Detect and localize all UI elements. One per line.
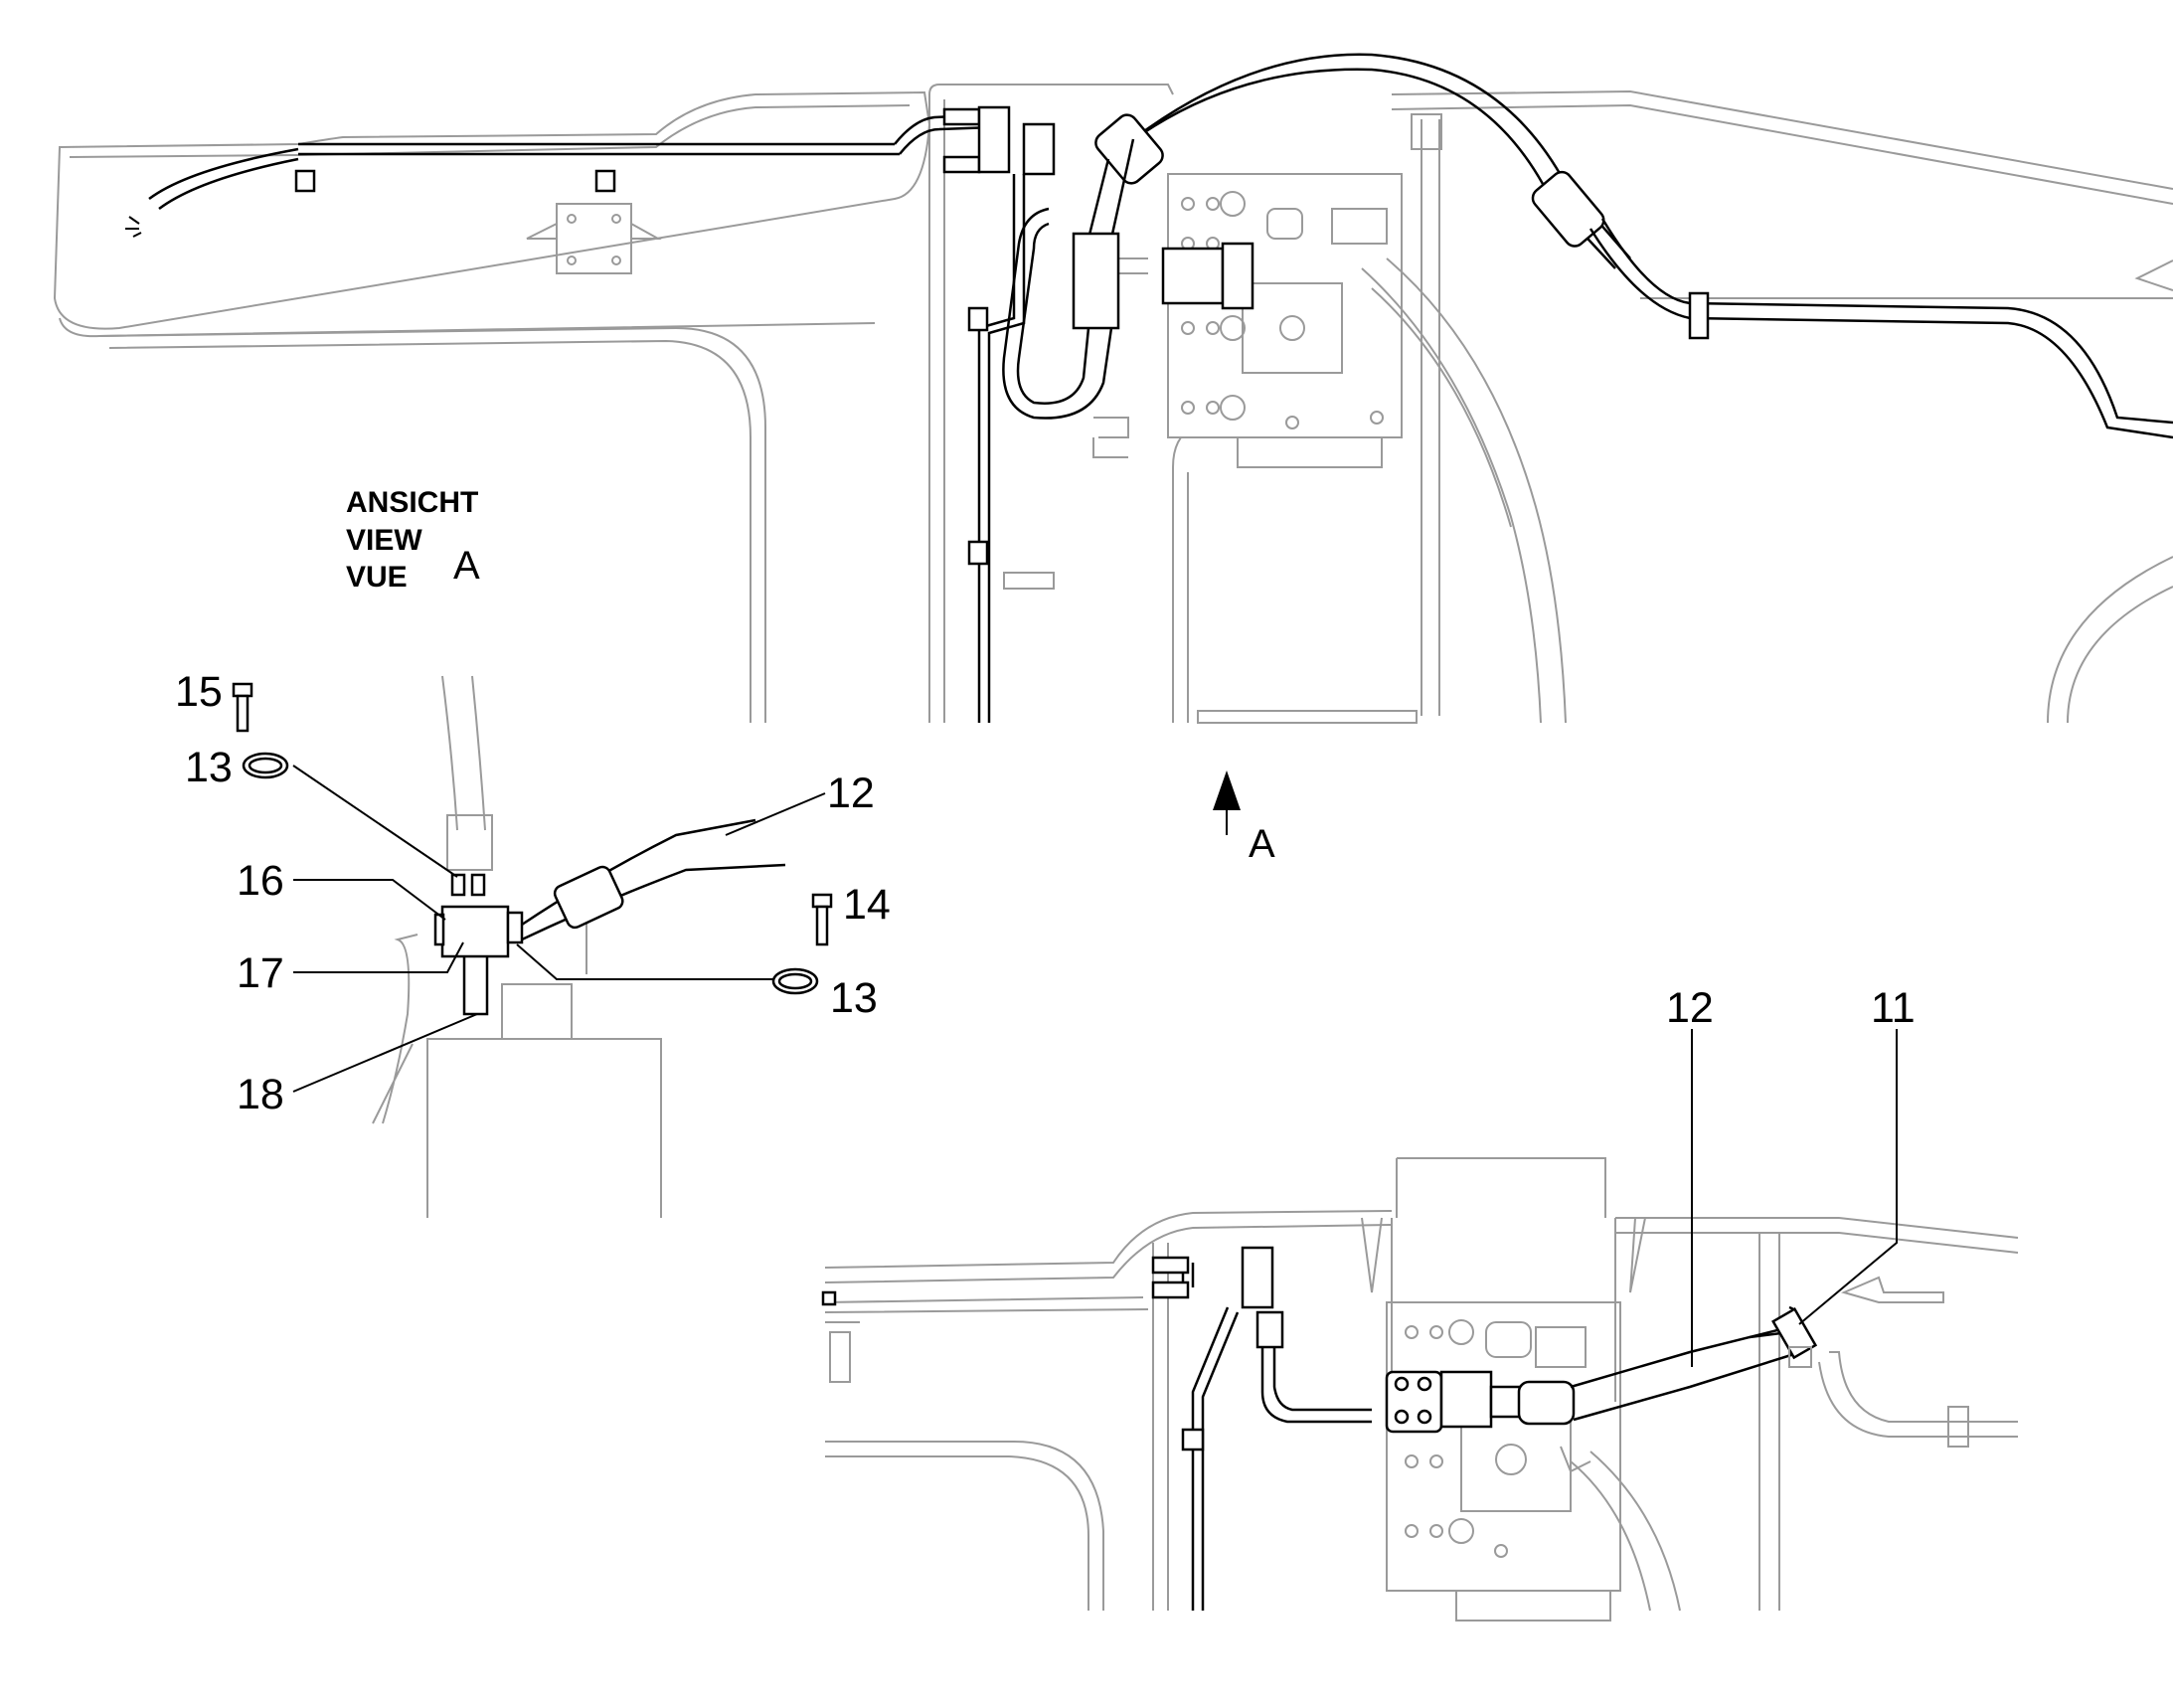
- callout-15: 15: [175, 668, 223, 716]
- view-arrow: A: [1213, 770, 1275, 866]
- callout-14: 14: [843, 881, 891, 929]
- callout-11: 11: [1871, 984, 1916, 1032]
- view-label-line-1: ANSICHT: [346, 486, 478, 519]
- callout-13-top: 13: [185, 744, 233, 791]
- view-arrow-label: A: [1249, 822, 1275, 866]
- junction-block-17: [440, 905, 510, 958]
- top-assembly-drawing: [53, 53, 2173, 724]
- bottom-flange-fitting: [1385, 1370, 1443, 1434]
- callout-13-bottom: 13: [830, 974, 878, 1022]
- callout-16: 16: [237, 857, 284, 905]
- bottom-fitting-11: [1771, 1306, 1818, 1360]
- callout-12-top: 12: [827, 769, 875, 817]
- view-label: ANSICHT VIEW VUE A: [346, 486, 480, 594]
- bottom-valve-holes: [1405, 1319, 1508, 1558]
- detail-view-a: [232, 675, 833, 1218]
- bolt-14-head: [811, 893, 833, 909]
- callout-18: 18: [237, 1071, 284, 1118]
- callouts: 15 13 12 16 14 17 13 18 12 11: [175, 668, 1916, 1118]
- bolt-15-shank: [236, 694, 250, 733]
- bottom-hose-12: [1570, 1325, 1795, 1422]
- valve-block-holes: [1181, 191, 1384, 429]
- callout-12-bottom: 12: [1666, 984, 1714, 1032]
- leader-lines: [292, 765, 1898, 1367]
- view-label-letter: A: [453, 544, 480, 588]
- bolt-15-head: [232, 682, 253, 698]
- view-label-line-3: VUE: [346, 561, 408, 594]
- bolt-14-shank: [815, 905, 829, 946]
- callout-17: 17: [237, 949, 284, 997]
- bottom-assembly-drawing: [821, 1157, 2019, 1622]
- view-label-line-2: VIEW: [346, 524, 422, 557]
